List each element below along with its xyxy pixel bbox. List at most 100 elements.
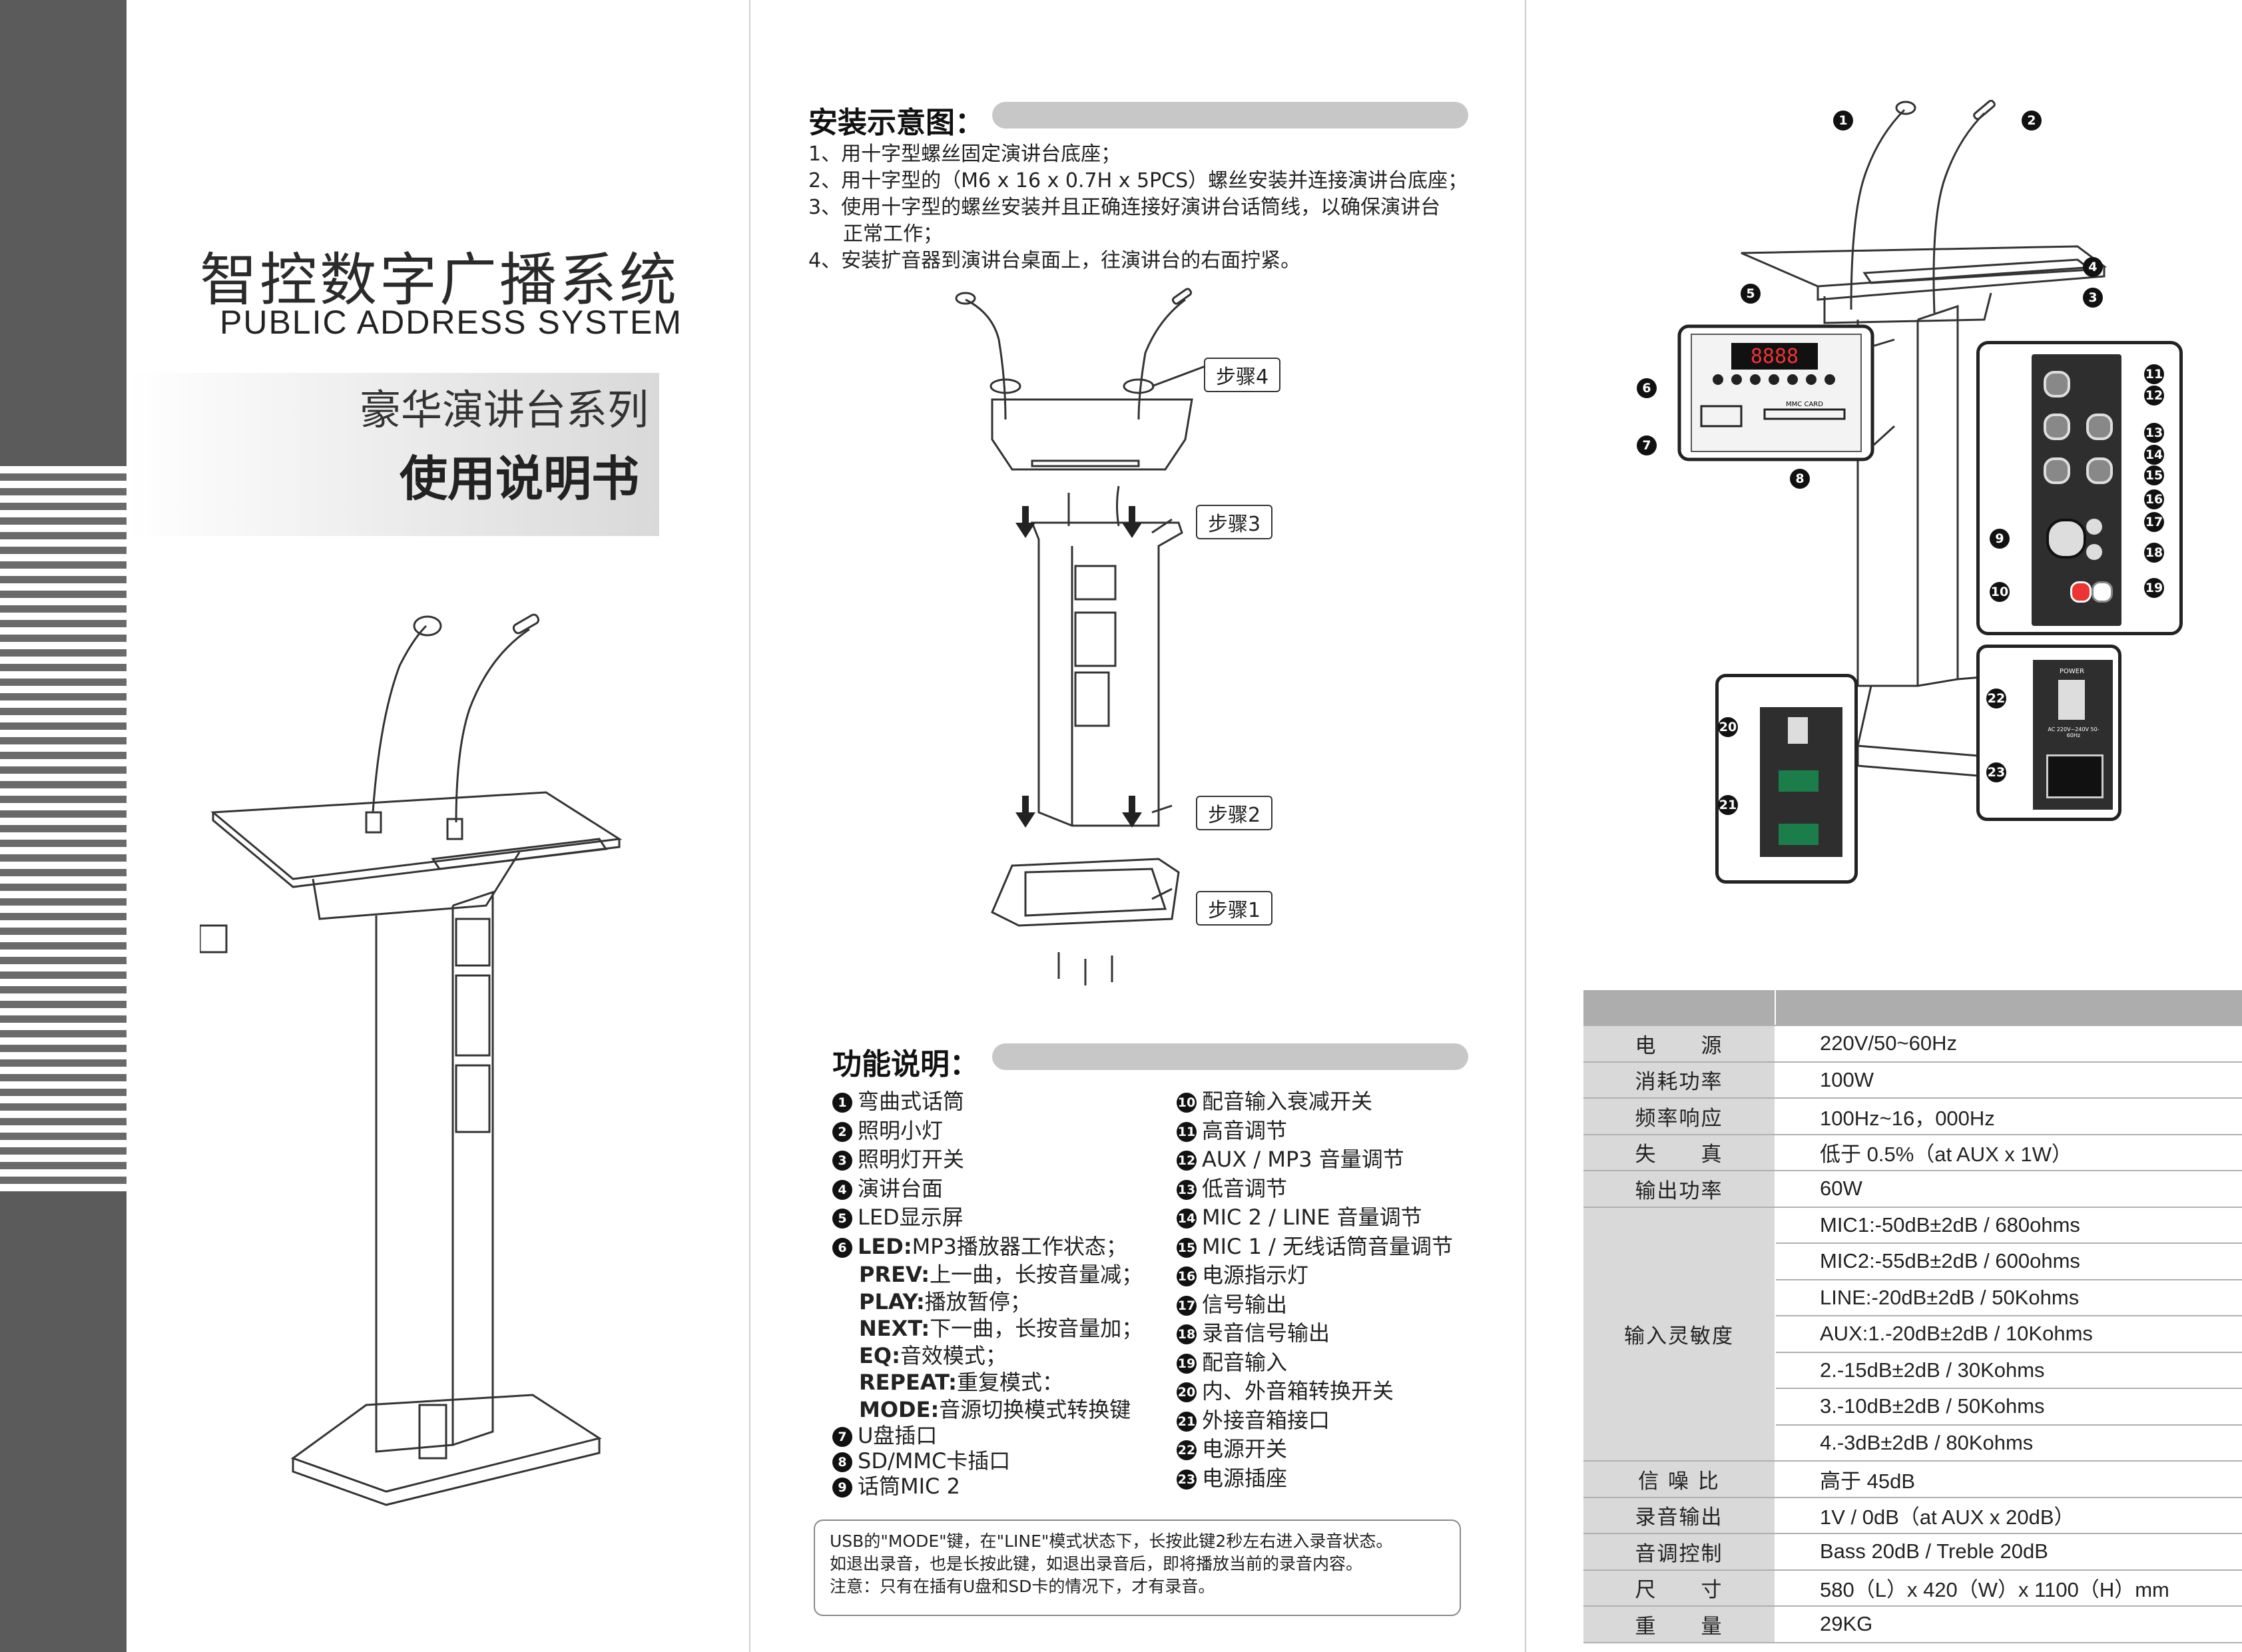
callout-number-11: 11	[2144, 364, 2164, 384]
callout-number-20: 20	[1718, 717, 1738, 737]
series-title: 豪华演讲台系列	[360, 386, 649, 434]
function-subitem: EQ:音效模式；	[859, 1342, 1007, 1368]
note-line: USB的"MODE"键，在"LINE"模式状态下，长按此键2秒左右进入录音状态。	[830, 1531, 1393, 1551]
mic2-jack	[2046, 519, 2086, 559]
speaker-terminal	[1779, 770, 1819, 792]
install-step: 1、用十字型螺丝固定演讲台底座；	[808, 142, 1121, 166]
step-label: 步骤2	[1196, 796, 1273, 830]
callout-number-12: 12	[2144, 386, 2164, 406]
callout-number-6: 6	[1637, 378, 1657, 398]
fold-line	[1525, 0, 1526, 1652]
lectern-illustration	[200, 613, 623, 1506]
signal-out-jack	[2086, 519, 2102, 535]
led-display: 8888	[1751, 345, 1799, 368]
mmc-label: MMC CARD	[1786, 401, 1823, 408]
functions-title: 功能说明：	[832, 1047, 979, 1081]
callout-number-19: 19	[2144, 578, 2164, 598]
speaker-switch	[1788, 717, 1808, 744]
cover-title: 智控数字广播系统	[200, 247, 679, 314]
speaker-panel-callout	[1715, 674, 1858, 884]
callout-number-22: 22	[1986, 688, 2006, 708]
dub-in-jack-left	[2070, 581, 2092, 603]
note-line: 如退出录音，也是长按此键，如退出录音后，即将播放当前的录音内容。	[830, 1554, 1363, 1573]
function-subitem: PLAY:播放暂停；	[859, 1288, 1031, 1314]
function-subitem: PREV:上一曲，长按音量减；	[859, 1262, 1143, 1287]
power-panel-callout: POWER AC 220V~240V 50-60Hz	[1976, 645, 2121, 821]
power-label: POWER	[2060, 668, 2085, 675]
control-panel-callout	[1976, 341, 2183, 635]
bass-knob	[2044, 413, 2070, 440]
install-steps: 1、用十字型螺丝固定演讲台底座； 2、用十字型的（M6 x 16 x 0.7H …	[808, 141, 1494, 274]
note-line: 注意：只有在插有U盘和SD卡的情况下，才有录音。	[830, 1577, 1215, 1596]
speaker-terminal	[1779, 824, 1819, 845]
spec-row: 3.-10dB±2dB / 50Kohms	[1583, 1388, 2242, 1426]
step-label: 步骤3	[1196, 505, 1273, 539]
dub-in-jack-right	[2092, 581, 2113, 603]
function-subitem: REPEAT:重复模式：	[859, 1370, 1063, 1395]
callout-number-4: 4	[2083, 257, 2103, 277]
install-step: 2、用十字型的（M6 x 16 x 0.7H x 5PCS）螺丝安装并连接演讲台…	[808, 169, 1468, 192]
install-step: 3、使用十字型的螺丝安装并且正确连接好演讲台话筒线，以确保演讲台	[808, 196, 1441, 219]
spec-row: 信 噪 比高于 45dB	[1583, 1461, 2242, 1498]
install-step: 4、安装扩音器到演讲台桌面上，往演讲台的右面拧紧。	[808, 249, 1301, 272]
manual-title: 使用说明书	[400, 451, 640, 507]
spec-row: 4.-3dB±2dB / 80Kohms	[1583, 1424, 2242, 1462]
spec-row: 2.-15dB±2dB / 30Kohms	[1583, 1352, 2242, 1389]
callout-number-3: 3	[2083, 288, 2103, 308]
parts-diagram: 8888 MMC CARD	[1677, 100, 2107, 780]
spec-header-row	[1583, 990, 2242, 1026]
title-gradient-box	[127, 373, 659, 536]
callout-number-16: 16	[2144, 489, 2164, 509]
power-socket	[2046, 754, 2103, 798]
spec-row: MIC2:-55dB±2dB / 600ohms	[1583, 1243, 2242, 1280]
callout-number-14: 14	[2144, 445, 2164, 465]
callout-number-18: 18	[2144, 543, 2164, 563]
record-out-jack	[2086, 544, 2102, 560]
spec-row: LINE:-20dB±2dB / 50Kohms	[1583, 1279, 2242, 1316]
control-panel	[2032, 354, 2121, 626]
spec-row: AUX:1.-20dB±2dB / 10Kohms	[1583, 1316, 2242, 1353]
callout-number-21: 21	[1718, 795, 1738, 815]
voltage-label: AC 220V~240V 50-60Hz	[2048, 726, 2100, 738]
callout-number-17: 17	[2144, 512, 2164, 532]
usb-slot	[1700, 405, 1743, 427]
step-label: 步骤1	[1196, 891, 1273, 926]
callout-number-9: 9	[1990, 529, 2010, 549]
callout-number-10: 10	[1990, 582, 2010, 602]
install-title: 安装示意图：	[808, 106, 984, 140]
cover-subtitle: PUBLIC ADDRESS SYSTEM	[220, 304, 683, 341]
assembly-diagram	[955, 288, 1206, 985]
callout-number-8: 8	[1790, 469, 1810, 489]
callout-number-5: 5	[1741, 284, 1761, 304]
step-label: 步骤4	[1204, 358, 1281, 392]
aux-volume-knob	[2086, 413, 2113, 440]
callout-number-1: 1	[1833, 111, 1853, 131]
section-bar	[992, 102, 1468, 129]
callout-number-13: 13	[2144, 423, 2164, 443]
